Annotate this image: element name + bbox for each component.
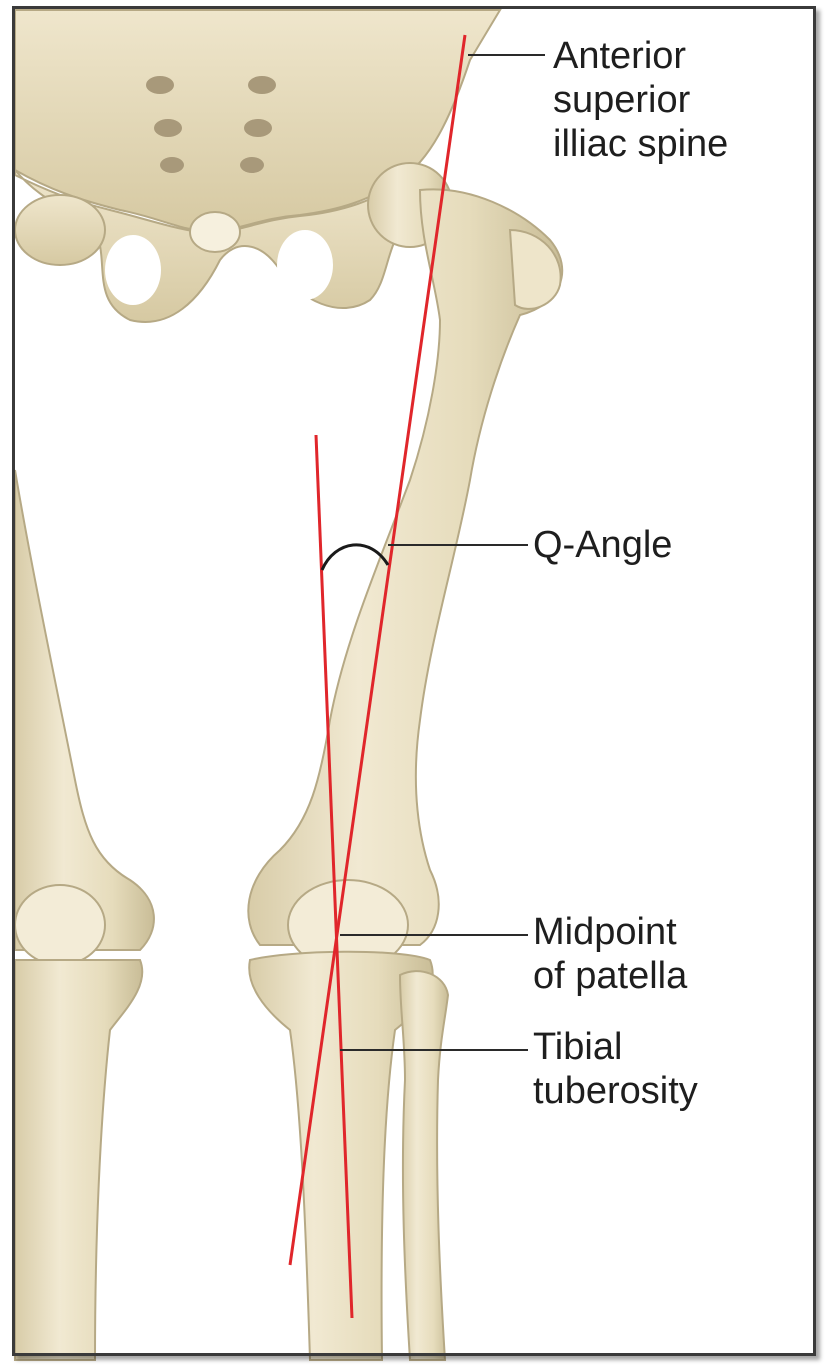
left-tibia xyxy=(14,959,144,1361)
q-angle-label: Q-Angle xyxy=(533,524,673,566)
asis-to-patella-line xyxy=(288,34,467,1266)
patella-label: Midpoint of patella xyxy=(533,911,688,997)
patella xyxy=(14,879,409,971)
right-femur xyxy=(247,162,564,946)
patella-to-tibial-tuberosity-line xyxy=(314,434,354,1319)
right-tibia xyxy=(248,950,450,1361)
tibial-tuberosity-label: Tibial tuberosity xyxy=(533,1026,698,1112)
q-angle-arc xyxy=(320,543,390,571)
sacrum xyxy=(105,76,333,305)
left-femur xyxy=(14,469,155,951)
asis-label: Anterior superior illiac spine xyxy=(553,35,729,165)
